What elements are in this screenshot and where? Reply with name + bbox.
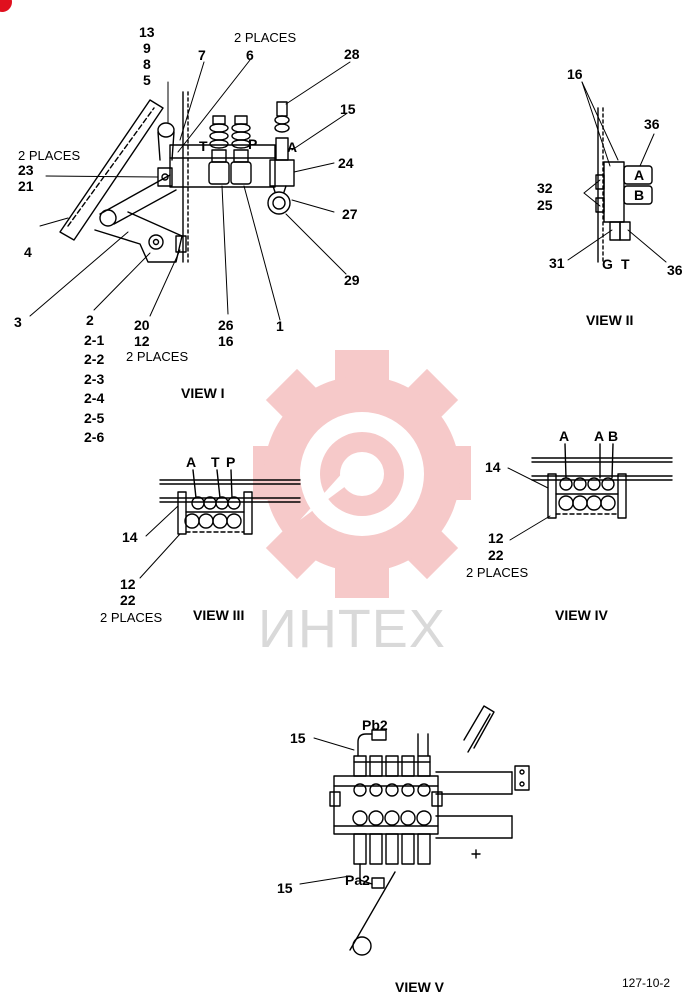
label-14-view4: 14 — [485, 459, 501, 475]
label-2-places-bottom: 2 PLACES — [126, 349, 189, 364]
label-23: 23 — [18, 162, 34, 178]
view-5-title: VIEW V — [395, 979, 445, 995]
label-a2-view4: A — [594, 428, 605, 444]
label-4: 4 — [24, 244, 32, 260]
label-8: 8 — [143, 56, 151, 72]
label-22-view3: 22 — [120, 592, 136, 608]
view-1-leaders — [29, 59, 351, 321]
label-2-2: 2-2 — [84, 351, 105, 367]
label-2-4: 2-4 — [84, 390, 105, 406]
label-36-bottom: 36 — [667, 262, 683, 278]
view-4-leaders — [507, 467, 551, 541]
label-31: 31 — [549, 255, 565, 271]
view-2-leaders — [567, 81, 667, 263]
label-pb2: Pb2 — [362, 717, 388, 733]
label-12-view3: 12 — [120, 576, 136, 592]
view-4-title: VIEW IV — [555, 607, 608, 623]
view-5-drawing — [329, 705, 530, 956]
label-25: 25 — [537, 197, 553, 213]
view-5-leaders — [299, 737, 355, 885]
label-22-view4: 22 — [488, 547, 504, 563]
view-2-title: VIEW II — [586, 312, 634, 328]
label-26: 26 — [218, 317, 234, 333]
view-1-drawing — [59, 91, 295, 263]
label-t-view1: T — [199, 138, 208, 154]
label-16-view2: 16 — [567, 66, 583, 82]
label-16-view1: 16 — [218, 333, 234, 349]
label-a-view2: A — [634, 167, 645, 183]
label-12-view4: 12 — [488, 530, 504, 546]
label-6: 6 — [246, 47, 254, 63]
label-b-view2: B — [634, 187, 645, 203]
label-9: 9 — [143, 40, 151, 56]
label-5: 5 — [143, 72, 151, 88]
corner-badge — [0, 0, 12, 12]
label-2-3: 2-3 — [84, 371, 105, 387]
label-t-view3: T — [211, 454, 220, 470]
label-21: 21 — [18, 178, 34, 194]
label-29: 29 — [344, 272, 360, 288]
label-p-view1: P — [248, 136, 258, 152]
view-3-leaders — [139, 505, 181, 579]
label-t-view2: T — [621, 256, 630, 272]
label-p-view3: P — [226, 454, 236, 470]
label-15-view5-bottom: 15 — [277, 880, 293, 896]
watermark-gear-icon — [253, 350, 471, 598]
label-12-view1: 12 — [134, 333, 150, 349]
label-3: 3 — [14, 314, 22, 330]
label-1: 1 — [276, 318, 284, 334]
label-a1-view4: A — [559, 428, 570, 444]
label-b-view4: B — [608, 428, 619, 444]
label-2-5: 2-5 — [84, 410, 105, 426]
label-pa2: Pa2 — [345, 872, 370, 888]
label-24: 24 — [338, 155, 354, 171]
label-a-view3: A — [186, 454, 197, 470]
label-20: 20 — [134, 317, 150, 333]
label-14-view3: 14 — [122, 529, 138, 545]
label-15: 15 — [340, 101, 356, 117]
label-2-6: 2-6 — [84, 429, 105, 445]
view-1-title: VIEW I — [181, 385, 225, 401]
label-g-view2: G — [602, 256, 613, 272]
label-13: 13 — [139, 24, 155, 40]
label-32: 32 — [537, 180, 553, 196]
label-15-view5-top: 15 — [290, 730, 306, 746]
label-28: 28 — [344, 46, 360, 62]
label-2-places-view4: 2 PLACES — [466, 565, 529, 580]
label-2-places-view3: 2 PLACES — [100, 610, 163, 625]
figure-number: 127-10-2 — [622, 976, 671, 990]
label-36-top: 36 — [644, 116, 660, 132]
label-2-places-left: 2 PLACES — [18, 148, 81, 163]
view-3-drawing — [159, 469, 301, 535]
label-7: 7 — [198, 47, 206, 63]
view-4-drawing — [531, 443, 673, 519]
label-2: 2 — [86, 312, 94, 328]
label-2-1: 2-1 — [84, 332, 105, 348]
label-a-view1: A — [287, 139, 298, 155]
label-27: 27 — [342, 206, 358, 222]
watermark-text: ИНТЕХ — [258, 599, 446, 659]
view-3-title: VIEW III — [193, 607, 245, 623]
label-2-places-top: 2 PLACES — [234, 30, 297, 45]
